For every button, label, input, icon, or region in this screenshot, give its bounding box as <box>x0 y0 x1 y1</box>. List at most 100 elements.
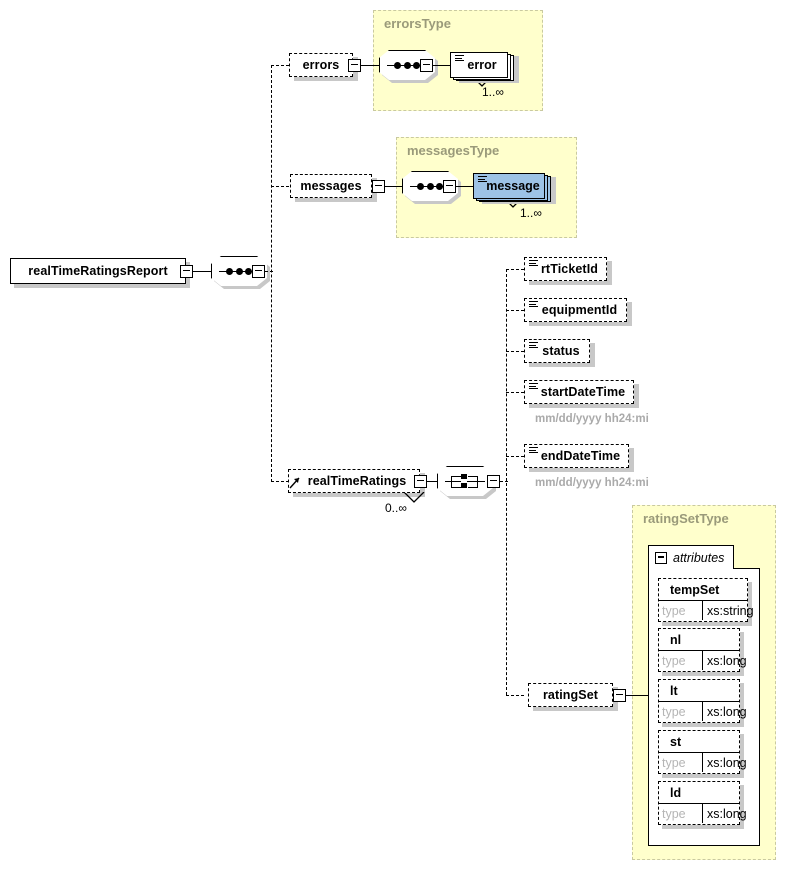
connector-to-messages <box>271 186 289 187</box>
connector-to-endDateTime <box>506 456 524 457</box>
attribute-name-lt: lt <box>670 683 678 698</box>
element-label-startDateTime: startDateTime <box>540 385 626 399</box>
expander-realTimeRatings-sequence[interactable] <box>487 474 500 488</box>
sequence-node-realTimeRatings[interactable] <box>437 466 496 499</box>
attribute-type-value-tempSet: xs:string <box>707 603 754 618</box>
expander-ratingSet[interactable] <box>613 688 626 702</box>
attribute-nl[interactable]: nl type xs:long <box>658 628 747 672</box>
element-errors[interactable]: errors <box>289 53 353 77</box>
sequence-dot-3 <box>436 182 443 190</box>
collapse-icon[interactable] <box>655 551 667 564</box>
sequence-dot-1 <box>417 182 424 190</box>
element-status[interactable]: status <box>524 339 590 363</box>
simple-type-icon <box>529 342 538 350</box>
attribute-type-divider <box>702 752 703 772</box>
expander-messagesType-sequence[interactable] <box>443 179 456 193</box>
simple-type-icon <box>529 383 538 391</box>
occurrence-error: 1..∞ <box>482 85 504 99</box>
simple-type-icon <box>455 55 464 63</box>
element-label-realTimeRatingsReport: realTimeRatingsReport <box>28 264 168 278</box>
type-group-label-errorsType: errorsType <box>384 16 451 31</box>
element-label-equipmentId: equipmentId <box>541 303 618 317</box>
element-endDateTime[interactable]: endDateTime <box>524 444 629 468</box>
simple-type-icon <box>478 176 487 184</box>
line-ratingSet-to-attributes <box>626 695 656 696</box>
sequence-glyph-right <box>468 476 478 488</box>
attribute-tempSet[interactable]: tempSet type xs:string <box>658 578 754 622</box>
expander-root-sequence[interactable] <box>252 264 265 278</box>
type-group-label-messagesType: messagesType <box>407 143 500 158</box>
attribute-separator <box>659 752 739 753</box>
attribute-name-nl: nl <box>670 632 682 647</box>
element-label-endDateTime: endDateTime <box>540 449 621 463</box>
format-hint-endDateTime: mm/dd/yyyy hh24:mi <box>535 477 649 489</box>
element-messages[interactable]: messages <box>290 174 372 198</box>
element-ratingSet[interactable]: ratingSet <box>528 683 613 707</box>
expander-messages[interactable] <box>372 179 385 193</box>
sequence-dot-2 <box>235 267 243 275</box>
recursion-arrow-icon <box>289 477 300 489</box>
attribute-type-label-ld: type <box>662 806 686 821</box>
attribute-type-label-st: type <box>662 755 686 770</box>
occurrence-realTimeRatings: 0..∞ <box>385 501 407 515</box>
line-root-sequence-out <box>265 271 273 272</box>
element-label-messages: messages <box>300 179 362 193</box>
attribute-st[interactable]: st type xs:long <box>658 730 747 774</box>
attribute-name-tempSet: tempSet <box>670 582 720 597</box>
message-layer-1: message <box>473 173 545 199</box>
sequence-dot-1 <box>394 61 401 69</box>
connector-to-status <box>506 351 524 352</box>
attribute-type-value-nl: xs:long <box>707 653 747 668</box>
simple-type-icon <box>529 260 538 268</box>
attributes-header[interactable]: attributes <box>648 545 734 569</box>
attribute-type-value-st: xs:long <box>707 755 747 770</box>
sequence-dot-1 <box>226 267 233 275</box>
attribute-type-value-lt: xs:long <box>707 704 747 719</box>
attribute-ld[interactable]: ld type xs:long <box>658 781 747 825</box>
element-label-status: status <box>542 344 580 358</box>
line-errors-to-sequence <box>361 65 379 66</box>
type-group-label-ratingSetType: ratingSetType <box>643 511 729 526</box>
simple-type-icon <box>529 301 538 309</box>
element-realTimeRatings[interactable]: realTimeRatings <box>288 469 420 493</box>
expander-errorsType-sequence[interactable] <box>420 58 433 72</box>
occurrence-message: 1..∞ <box>520 206 542 220</box>
element-label-rtTicketId: rtTicketId <box>540 262 599 276</box>
sequence-glyph-mid-gap <box>461 478 467 483</box>
attribute-type-label-tempSet: type <box>662 603 686 618</box>
format-hint-startDateTime: mm/dd/yyyy hh24:mi <box>535 413 649 425</box>
connector-bus-realTimeRatings-children <box>506 269 507 695</box>
attribute-separator <box>659 650 739 651</box>
attribute-separator <box>659 701 739 702</box>
line-sequence-to-error <box>433 65 450 66</box>
attribute-type-value-ld: xs:long <box>707 806 747 821</box>
line-realTimeRatings-sequence-out <box>500 481 508 482</box>
connector-to-rtTicketId <box>506 269 524 270</box>
sequence-glyph-left <box>451 476 461 488</box>
sequence-dot-2 <box>426 182 434 190</box>
element-equipmentId[interactable]: equipmentId <box>524 298 627 322</box>
attribute-type-label-lt: type <box>662 704 686 719</box>
sequence-dot-3 <box>413 61 420 69</box>
connector-to-startDateTime <box>506 392 524 393</box>
connector-to-ratingSet <box>506 695 524 696</box>
expander-realTimeRatings[interactable] <box>414 474 427 488</box>
sequence-dot-3 <box>245 267 252 275</box>
expander-errors[interactable] <box>348 58 361 72</box>
sequence-dot-2 <box>403 61 411 69</box>
connector-bus-root-children <box>271 65 272 482</box>
connector-to-errors <box>271 65 289 66</box>
expander-realTimeRatingsReport[interactable] <box>180 264 193 278</box>
attribute-separator <box>659 803 739 804</box>
error-layer-1: error <box>450 52 508 78</box>
attribute-lt[interactable]: lt type xs:long <box>658 679 747 723</box>
element-label-errors: errors <box>302 58 340 72</box>
element-label-ratingSet: ratingSet <box>542 688 599 702</box>
attributes-label: attributes <box>673 550 725 565</box>
element-realTimeRatingsReport[interactable]: realTimeRatingsReport <box>10 258 186 284</box>
line-root-to-sequence <box>193 271 211 272</box>
attribute-separator <box>659 600 747 601</box>
element-startDateTime[interactable]: startDateTime <box>524 380 634 404</box>
attribute-name-st: st <box>670 734 682 749</box>
element-rtTicketId[interactable]: rtTicketId <box>524 257 607 281</box>
